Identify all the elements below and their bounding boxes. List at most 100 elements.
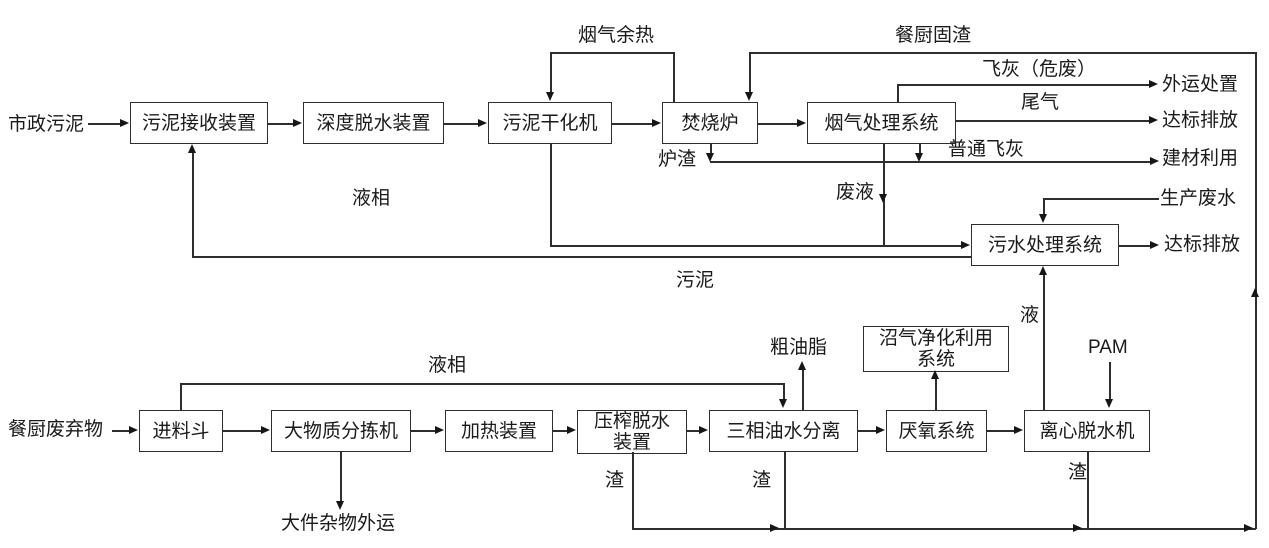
- node-label: 三相油水分离: [726, 420, 841, 442]
- arrow-into-three-phase: [699, 426, 708, 434]
- line-liquid-phase-drop: [783, 383, 785, 400]
- arrow-residue-collector-1: [770, 524, 779, 532]
- node-label: 离心脱水机: [1039, 420, 1135, 442]
- arrow-into-discharge-gas: [1149, 116, 1158, 124]
- arrow-into-sludge-receiving: [120, 119, 129, 127]
- label-waste-liquid: 废液: [836, 182, 875, 203]
- arrow-right-edge-up: [1251, 288, 1259, 297]
- node-label: 污水处理系统: [987, 234, 1102, 256]
- line-liquid-up: [1043, 274, 1045, 410]
- line-condensate-horizontal: [550, 245, 962, 247]
- line-flue-heat-horizontal: [550, 52, 674, 54]
- line-residue-centrifugal-drop: [1087, 452, 1089, 529]
- line-hopper-to-sorter: [223, 430, 262, 432]
- line-sludge-return-vertical: [192, 152, 194, 257]
- label-offsite-disposal: 外运处置: [1162, 74, 1239, 95]
- label-municipal-sludge-input: 市政污泥: [8, 114, 85, 135]
- node-flue-gas-treatment: 烟气处理系统: [807, 102, 956, 144]
- line-liquid-phase-horizontal: [180, 383, 784, 385]
- arrow-ordinary-fly-ash-down: [915, 153, 923, 162]
- arrow-into-centrifugal: [1014, 426, 1023, 434]
- arrow-liquid-into-wastewater-bottom: [1039, 266, 1047, 275]
- label-standard-discharge-water: 达标排放: [1164, 234, 1241, 255]
- arrow-flue-heat-into-dryer: [546, 92, 554, 101]
- line-dryer-to-incinerator: [612, 123, 653, 125]
- label-liquid-phase-bottom: 液相: [428, 355, 467, 376]
- line-hopper-liquid-rise: [180, 383, 182, 411]
- node-centrifugal-dewatering: 离心脱水机: [1024, 410, 1150, 452]
- node-sludge-receiving: 污泥接收装置: [130, 102, 268, 144]
- line-municipal-input: [88, 123, 121, 125]
- label-crude-grease: 粗油脂: [770, 337, 828, 358]
- node-label: 大物质分拣机: [283, 420, 398, 442]
- node-anaerobic-system: 厌氧系统: [886, 410, 987, 452]
- arrow-pam-into-centrifugal: [1105, 399, 1113, 408]
- label-kitchen-solid-residue: 餐厨固渣: [895, 25, 972, 46]
- node-biogas-purification: 沼气净化利用系统: [863, 326, 1009, 372]
- arrow-into-biogas-purification: [931, 370, 939, 379]
- line-receiving-to-dewatering: [268, 123, 294, 125]
- node-label: 进料斗: [152, 420, 210, 442]
- line-solid-residue-top: [749, 52, 1256, 54]
- line-anaerobic-to-biogas: [935, 378, 937, 410]
- arrow-into-sludge-dryer: [478, 119, 487, 127]
- arrow-sludge-into-receiving: [188, 144, 196, 153]
- line-solid-residue-drop: [749, 52, 751, 93]
- node-three-phase-separation: 三相油水分离: [709, 410, 858, 452]
- node-wastewater-treatment: 污水处理系统: [971, 224, 1119, 266]
- label-bulky-waste-out: 大件杂物外运: [281, 513, 396, 534]
- line-flue-heat-drop: [550, 52, 552, 93]
- arrow-into-deep-dewatering: [293, 119, 302, 127]
- line-sludge-return-horizontal: [192, 256, 972, 258]
- node-heating-device: 加热装置: [445, 410, 553, 452]
- line-slag-to-building-material: [710, 161, 1151, 163]
- node-sludge-dryer: 污泥干化机: [488, 102, 612, 144]
- label-residue-press: 渣: [605, 470, 625, 491]
- node-incinerator: 焚烧炉: [662, 102, 758, 144]
- node-label: 厌氧系统: [898, 420, 975, 442]
- arrow-bulky-waste-down: [336, 501, 344, 510]
- label-production-wastewater: 生产废水: [1160, 188, 1237, 209]
- arrow-into-incinerator: [652, 119, 661, 127]
- arrow-solid-residue-into-incinerator: [745, 92, 753, 101]
- line-pam-drop: [1109, 362, 1111, 400]
- arrow-into-building-material: [1150, 157, 1159, 165]
- line-residue-three-phase-drop: [784, 452, 786, 529]
- arrow-liquid-phase-into-three-phase: [779, 399, 787, 408]
- line-press-to-three-phase: [687, 430, 700, 432]
- line-residue-bottom-collector: [632, 528, 1256, 530]
- arrow-into-feed-hopper: [129, 426, 138, 434]
- node-label: 深度脱水装置: [316, 112, 431, 134]
- arrow-into-press: [567, 426, 576, 434]
- line-heating-to-press: [553, 430, 568, 432]
- node-deep-dewatering: 深度脱水装置: [303, 102, 444, 144]
- arrow-into-flue-gas-treatment: [797, 119, 806, 127]
- node-label: 烟气处理系统: [824, 112, 939, 134]
- label-residue-three-phase: 渣: [752, 470, 772, 491]
- label-liquid: 液: [1020, 305, 1040, 326]
- arrow-into-wastewater-top: [1039, 214, 1047, 223]
- arrow-residue-collector-2: [1073, 524, 1082, 532]
- line-discharge-water: [1119, 245, 1151, 247]
- label-residue-centrifugal: 渣: [1068, 462, 1088, 483]
- node-label: 加热装置: [460, 420, 537, 442]
- label-pam: PAM: [1088, 337, 1128, 358]
- label-hazardous-fly-ash: 飞灰（危废）: [982, 59, 1097, 80]
- arrow-furnace-slag-down: [706, 153, 714, 162]
- node-press-dewatering: 压榨脱水装置: [577, 410, 687, 454]
- arrow-into-discharge-water: [1150, 241, 1159, 249]
- line-anaerobic-to-centrifugal: [987, 430, 1015, 432]
- node-label: 焚烧炉: [681, 112, 739, 134]
- line-fly-ash-horizontal: [897, 84, 1150, 86]
- label-liquid-phase-top: 液相: [352, 188, 391, 209]
- node-label: 沼气净化利用系统: [878, 328, 993, 370]
- arrow-into-heating: [435, 426, 444, 434]
- line-kitchen-input: [112, 430, 130, 432]
- node-label: 压榨脱水装置: [593, 411, 670, 453]
- arrow-into-anaerobic: [876, 426, 885, 434]
- line-fly-ash-rise: [897, 84, 899, 103]
- label-ordinary-fly-ash: 普通飞灰: [948, 139, 1025, 160]
- line-residue-press-drop: [632, 452, 634, 529]
- label-tail-gas: 尾气: [1021, 92, 1060, 113]
